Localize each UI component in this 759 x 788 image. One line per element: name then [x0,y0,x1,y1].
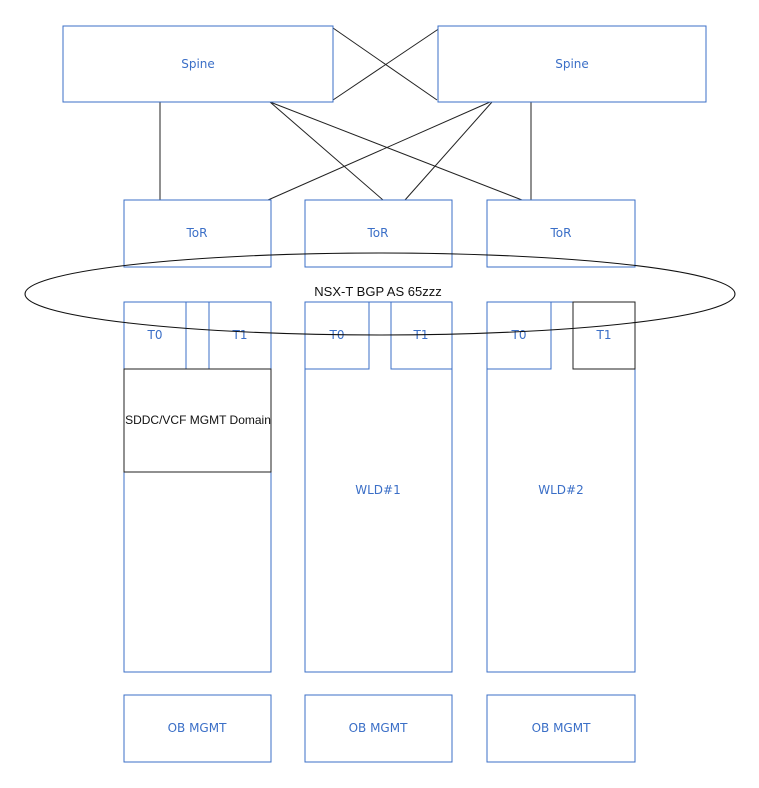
workload-domain-column: T0 T1 WLD#2 [486,301,636,673]
oob-mgmt-label: OB MGMT [168,721,227,735]
link-spine1-tor2-cross [332,27,438,101]
t1-label: T1 [596,328,612,342]
tor-label: ToR [367,226,389,240]
t0-gateway-box [304,301,370,370]
bgp-as-ring: NSX-T BGP AS 65zzz [24,252,736,336]
workload-domain-column: T0 T1 WLD#1 [304,301,453,673]
tor-switch: ToR [486,199,636,268]
sddc-mgmt-domain-label: SDDC/VCF MGMT Domain [125,413,271,427]
t0-label: T0 [511,328,527,342]
gateway-divider [185,301,210,370]
oob-mgmt-label: OB MGMT [349,721,408,735]
spine-switch: Spine [62,25,334,103]
spine-tor-links [159,27,532,201]
link-spine1-tor2 [269,101,384,201]
tor-label: ToR [550,226,572,240]
t0-label: T0 [147,328,163,342]
mgmt-domain-column: T0 T1 SDDC/VCF MGMT Domain [123,301,272,673]
link-spine1-tor3 [269,101,523,201]
tor-label: ToR [186,226,208,240]
workload-domain-label: WLD#1 [355,483,400,497]
spine-switch: Spine [437,25,707,103]
oob-mgmt-box: OB MGMT [486,694,636,763]
t1-gateway-box [572,301,636,370]
tor-switch: ToR [304,199,453,268]
link-spine2-tor1 [267,101,491,201]
t0-gateway-box [486,301,552,370]
t1-gateway-box [208,301,272,370]
oob-mgmt-box: OB MGMT [304,694,453,763]
oob-mgmt-label: OB MGMT [532,721,591,735]
oob-mgmt-box: OB MGMT [123,694,272,763]
t0-gateway-box [123,301,187,370]
workload-domain-label: WLD#2 [538,483,583,497]
spine-label: Spine [555,57,589,71]
spine-label: Spine [181,57,215,71]
tor-switch: ToR [123,199,272,268]
bgp-as-label: NSX-T BGP AS 65zzz [314,284,441,299]
t1-gateway-box [390,301,453,370]
t1-label: T1 [232,328,248,342]
sddc-mgmt-domain-box [123,368,272,473]
link-spine2-tor2-b [404,101,493,201]
link-spine2-tor2-a [332,27,441,101]
